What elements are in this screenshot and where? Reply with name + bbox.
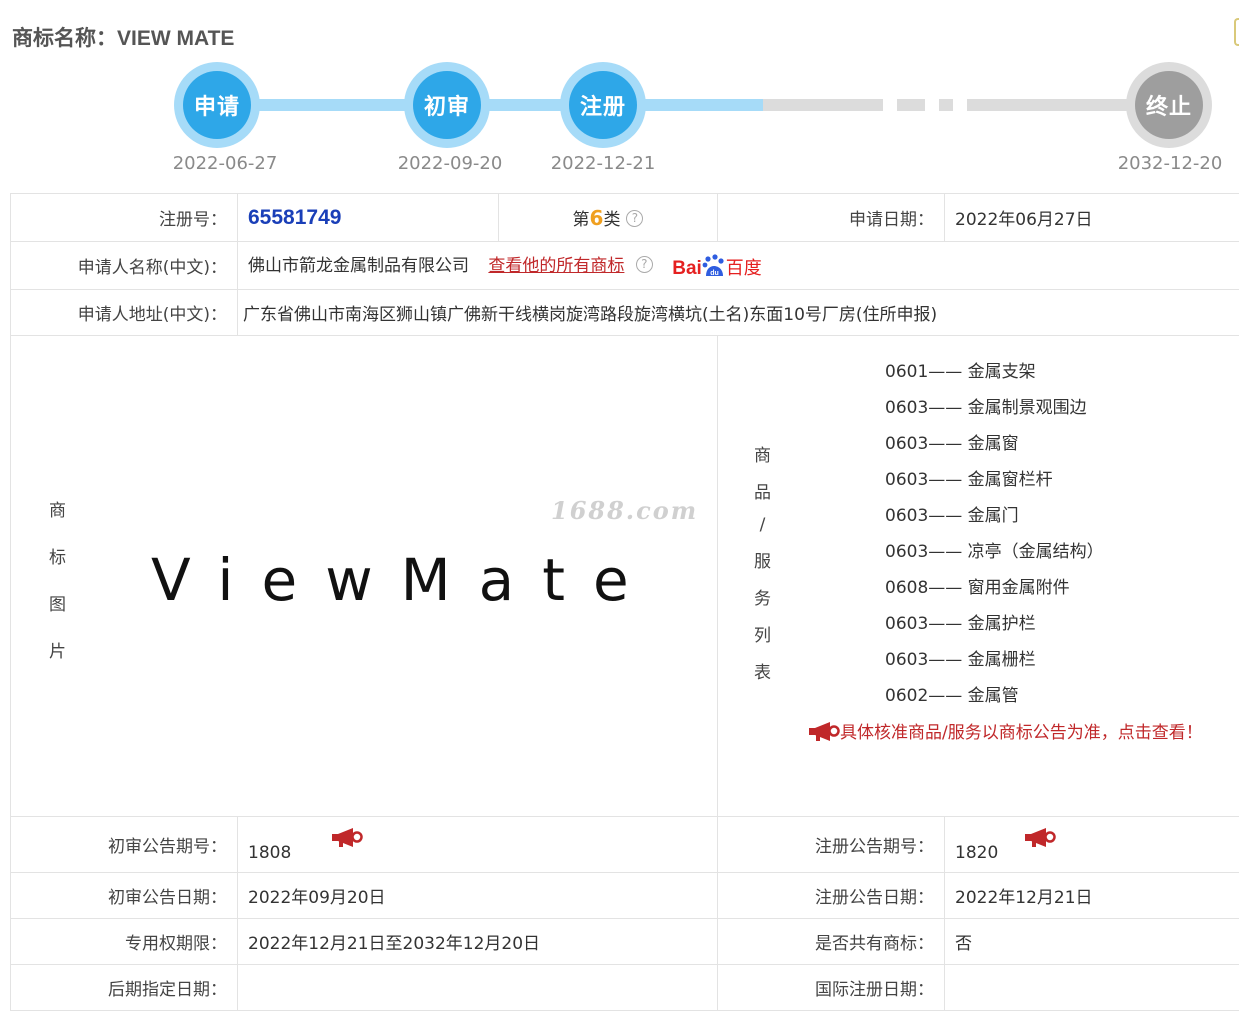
view-all-trademarks-link[interactable]: 查看他的所有商标 (488, 256, 625, 276)
table-row: 初审公告日期： 2022年09月20日 注册公告日期： 2022年12月21日 (10, 872, 1239, 919)
list-item: 0603—— 凉亭（金属结构） (885, 542, 1104, 562)
timeline-node-label: 注册 (569, 71, 637, 139)
reg-no-value: 65581749 (248, 205, 342, 229)
class-cell: 第6类? (498, 193, 718, 242)
goods-list-area: 商 品 / 服 务 列 表 0601—— 金属支架 0603—— 金属制景观围边… (718, 336, 1239, 816)
megaphone-icon (809, 721, 840, 741)
timeline-date: 2022-12-21 (550, 153, 656, 174)
baidu-logo-text: Bai (672, 258, 702, 279)
trademark-detail-table: 注册号： 65581749 第6类? 申请日期： 2022年06月27日 申请人… (10, 193, 1239, 1011)
table-row: 商 标 图 片 1688.com ViewMate 商 品 / 服 务 列 表 (10, 335, 1239, 817)
apply-date-value: 2022年06月27日 (944, 193, 1239, 242)
reg-date-value: 2022年12月21日 (944, 872, 1239, 919)
shared-value: 否 (944, 918, 1239, 965)
timeline-date: 2022-06-27 (172, 153, 278, 174)
timeline-node-apply: 申请 (174, 62, 260, 148)
reg-no-cell: 65581749 (237, 193, 499, 242)
timeline-gap (925, 97, 939, 113)
later-date-value (237, 964, 718, 1011)
list-item: 0608—— 窗用金属附件 (885, 578, 1070, 598)
mark-image-cell: 商 标 图 片 1688.com ViewMate (10, 335, 718, 817)
goods-list-label: 商 品 / 服 务 列 表 (754, 446, 771, 683)
baidu-logo-cn: 百度 (725, 258, 762, 279)
intl-date-label: 国际注册日期： (717, 964, 945, 1011)
reg-issue-cell: 1820 (944, 816, 1239, 873)
timeline-node-prelim: 初审 (404, 62, 490, 148)
timeline-node-label: 申请 (183, 71, 251, 139)
prelim-issue-label: 初审公告期号： (10, 816, 238, 873)
table-row: 申请人名称(中文)： 佛山市箭龙金属制品有限公司 查看他的所有商标 ? Bai … (10, 241, 1239, 290)
prelim-date-label: 初审公告日期： (10, 872, 238, 919)
page-title: 商标名称：VIEW MATE (12, 27, 235, 50)
goods-notice-link[interactable]: 具体核准商品/服务以商标公告为准，点击查看！ (808, 718, 1203, 743)
list-item: 0602—— 金属管 (885, 686, 1019, 706)
applicant-addr-value: 广东省佛山市南海区狮山镇广佛新干线横岗旋湾路段旋湾横坑(土名)东面10号厂房(住… (237, 289, 1239, 336)
timeline-node-register: 注册 (560, 62, 646, 148)
question-circle-icon[interactable]: ? (635, 255, 653, 273)
table-row: 申请人地址(中文)： 广东省佛山市南海区狮山镇广佛新干线横岗旋湾路段旋湾横坑(土… (10, 289, 1239, 336)
table-row: 初审公告期号： 1808 注册公告期号： 1820 (10, 816, 1239, 873)
mark-image-area: 商 标 图 片 1688.com ViewMate (11, 336, 717, 816)
list-item: 0603—— 金属窗栏杆 (885, 470, 1053, 490)
timeline-node-label: 初审 (413, 71, 481, 139)
applicant-addr-label: 申请人地址(中文)： (10, 289, 238, 336)
reg-issue-label: 注册公告期号： (717, 816, 945, 873)
exclusive-period-label: 专用权期限： (10, 918, 238, 965)
list-item: 0603—— 金属护栏 (885, 614, 1036, 634)
watermark-text: 1688.com (551, 496, 699, 525)
reg-date-label: 注册公告日期： (717, 872, 945, 919)
prelim-date-value: 2022年09月20日 (237, 872, 718, 919)
question-circle-icon[interactable]: ? (626, 209, 644, 227)
apply-date-label: 申请日期： (717, 193, 945, 242)
applicant-name-value: 佛山市箭龙金属制品有限公司 (248, 256, 469, 276)
later-date-label: 后期指定日期： (10, 964, 238, 1011)
baidu-search-button[interactable]: Bai du 百度 (672, 254, 762, 280)
list-item: 0601—— 金属支架 (885, 362, 1036, 382)
megaphone-icon[interactable] (331, 826, 363, 848)
megaphone-icon[interactable] (1024, 826, 1056, 848)
reg-no-label: 注册号： (10, 193, 238, 242)
intl-date-value (944, 964, 1239, 1011)
timeline-track-active (217, 99, 763, 111)
table-row: 注册号： 65581749 第6类? 申请日期： 2022年06月27日 (10, 193, 1239, 242)
class-prefix: 第 (572, 210, 590, 230)
exclusive-period-value: 2022年12月21日至2032年12月20日 (237, 918, 718, 965)
trademark-wordmark: ViewMate (151, 546, 657, 614)
goods-notice-text: 具体核准商品/服务以商标公告为准，点击查看！ (840, 723, 1203, 743)
timeline-date: 2022-09-20 (397, 153, 503, 174)
list-item: 0603—— 金属栅栏 (885, 650, 1036, 670)
baidu-paw-icon: du (702, 254, 724, 277)
corner-tab[interactable] (1234, 18, 1239, 46)
goods-list: 0601—— 金属支架 0603—— 金属制景观围边 0603—— 金属窗 06… (885, 354, 1104, 714)
timeline-date: 2032-12-20 (1117, 153, 1223, 174)
timeline-node-expire: 终止 (1126, 62, 1212, 148)
table-row: 专用权期限： 2022年12月21日至2032年12月20日 是否共有商标： 否 (10, 918, 1239, 965)
mark-image-label: 商 标 图 片 (49, 501, 66, 662)
prelim-issue-value: 1808 (248, 843, 292, 863)
list-item: 0603—— 金属门 (885, 506, 1019, 526)
applicant-name-label: 申请人名称(中文)： (10, 241, 238, 290)
reg-issue-value: 1820 (955, 843, 999, 863)
baidu-paw-text: du (710, 270, 719, 277)
list-item: 0603—— 金属窗 (885, 434, 1019, 454)
goods-list-cell: 商 品 / 服 务 列 表 0601—— 金属支架 0603—— 金属制景观围边… (717, 335, 1239, 817)
timeline-node-label: 终止 (1135, 71, 1203, 139)
class-number: 6 (589, 206, 604, 230)
applicant-name-cell: 佛山市箭龙金属制品有限公司 查看他的所有商标 ? Bai du 百度 (237, 241, 1239, 290)
timeline-gap (883, 97, 897, 113)
timeline-gap (953, 97, 967, 113)
list-item: 0603—— 金属制景观围边 (885, 398, 1087, 418)
prelim-issue-cell: 1808 (237, 816, 718, 873)
class-suffix: 类 (603, 210, 621, 230)
table-row: 后期指定日期： 国际注册日期： (10, 964, 1239, 1011)
shared-label: 是否共有商标： (717, 918, 945, 965)
